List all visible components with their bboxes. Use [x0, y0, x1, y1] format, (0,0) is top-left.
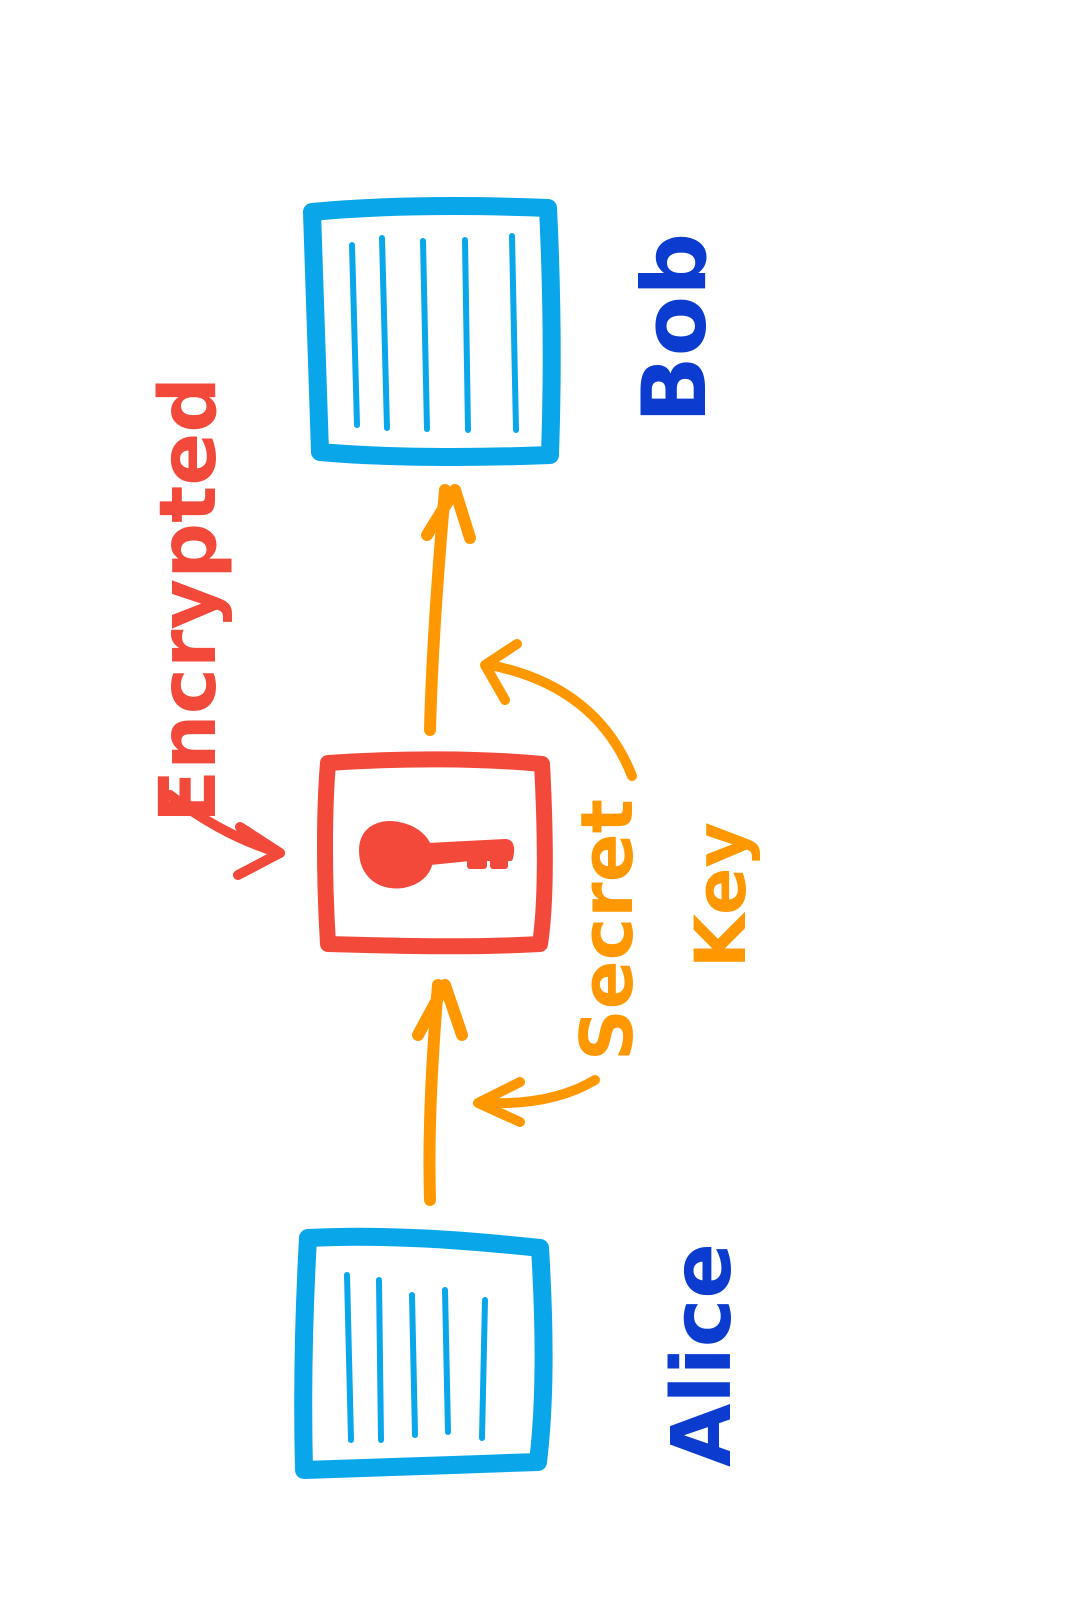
secret-label: Secret — [565, 799, 649, 1061]
bob-label: Bob — [623, 233, 726, 424]
arrow-box-to-bob-icon — [421, 484, 476, 736]
bob-document-icon — [303, 197, 561, 466]
arrow-key-to-bob-icon — [480, 639, 637, 781]
arrow-alice-to-box-icon — [412, 979, 468, 1206]
arrow-secret-to-alice-icon — [473, 1075, 600, 1127]
alice-document-icon — [294, 1227, 553, 1479]
encrypted-label: Encrypted — [144, 377, 234, 823]
arrow-encrypted-to-box-icon — [165, 790, 285, 880]
alice-label: Alice — [655, 1243, 750, 1467]
locked-box-icon — [317, 751, 553, 955]
key-icon — [359, 821, 515, 889]
key-label: Key — [680, 822, 762, 968]
